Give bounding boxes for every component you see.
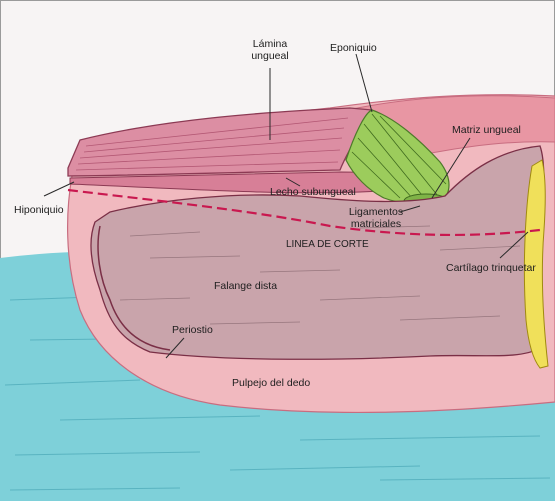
- label-falange-distal: Falange dista: [214, 280, 277, 292]
- label-lecho-subungueal: Lecho subungueal: [270, 186, 356, 198]
- label-linea-de-corte: LINEA DE CORTE: [286, 239, 369, 251]
- label-eponiquio: Eponiquio: [330, 42, 377, 54]
- label-ligamentos-matriciales: Ligamentos matriciales: [338, 206, 414, 230]
- label-matriz-ungueal: Matriz ungueal: [452, 124, 521, 136]
- label-lamina-ungueal: Lámina ungueal: [244, 38, 296, 62]
- label-periostio: Periostio: [172, 324, 213, 336]
- label-hiponiquio: Hiponiquio: [14, 204, 64, 216]
- label-cartilago: Cartílago trinquetar: [446, 262, 536, 274]
- label-pulpejo-del-dedo: Pulpejo del dedo: [232, 377, 310, 389]
